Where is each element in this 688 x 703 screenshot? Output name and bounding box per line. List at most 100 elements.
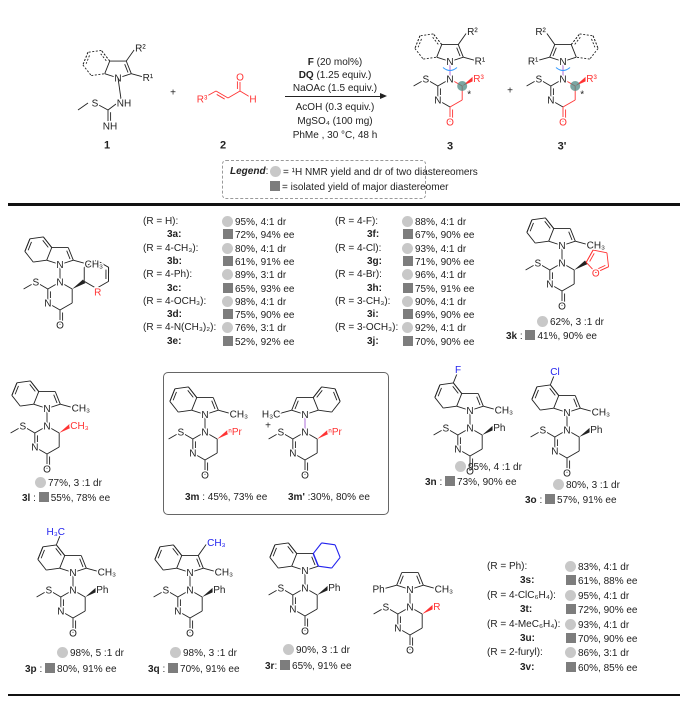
bond xyxy=(187,386,198,398)
isolated-yield-text: 57%, 91% ee xyxy=(557,495,617,506)
bond xyxy=(77,102,89,111)
atom-label: N xyxy=(69,586,76,597)
nmr-yield: 95%, 4:1 dr xyxy=(565,589,630,602)
bond xyxy=(172,548,179,556)
bond xyxy=(463,56,477,62)
compound-id: 3c xyxy=(167,282,179,294)
bond xyxy=(544,217,555,229)
bond xyxy=(216,94,225,100)
bond xyxy=(197,555,204,569)
atom-label: N xyxy=(454,445,461,456)
bond xyxy=(550,78,564,87)
bond xyxy=(33,259,47,263)
isolated-yield-3r: 3r: 65%, 91% ee xyxy=(265,660,352,673)
bond xyxy=(452,371,459,384)
yield-text: : 45%, 73% ee xyxy=(199,492,268,503)
compound-label: 3r xyxy=(265,661,275,672)
atom-label: N xyxy=(558,259,565,270)
c2-substituent-label: CH₃ xyxy=(230,409,249,420)
nmr-yield-text: 77%, 3 :1 dr xyxy=(48,478,102,489)
c2-substituent-label: R¹ xyxy=(475,56,486,67)
bond xyxy=(191,409,206,415)
bond xyxy=(42,236,53,248)
bond xyxy=(24,251,34,263)
bond xyxy=(396,584,411,590)
atom-label: N xyxy=(406,603,413,614)
square-marker-icon xyxy=(403,309,413,320)
nmr-yield-text: 89%, 3:1 dr xyxy=(235,270,287,282)
carbonyl-oxygen-label: O xyxy=(466,466,474,477)
isolated-yield-text: 71%, 90% ee xyxy=(415,256,475,268)
bond xyxy=(292,608,306,617)
bond xyxy=(60,589,74,598)
bond xyxy=(312,397,319,411)
substituent-label: (R = 4-OCH₃): xyxy=(143,295,207,307)
bond xyxy=(566,429,580,438)
bond xyxy=(278,565,292,569)
sulfur-label: S xyxy=(534,259,541,270)
circle-marker-icon xyxy=(270,166,281,177)
c3-substituent-label: R² xyxy=(467,27,478,38)
compound-label-1: 1 xyxy=(104,140,110,152)
bond xyxy=(592,35,599,49)
isolated-yield-text: 75%, 90% ee xyxy=(235,310,295,322)
bond xyxy=(477,393,484,407)
isolated-yield-text: 55%, 78% ee xyxy=(50,493,111,504)
compound-label: 3b: xyxy=(167,255,183,267)
circle-marker-icon xyxy=(565,589,576,601)
bond xyxy=(153,589,167,598)
isolated-yield-text: 70%, 90% ee xyxy=(415,336,475,348)
square-marker-icon xyxy=(280,660,291,670)
bond xyxy=(100,50,111,62)
imine-nh-label: NH xyxy=(103,122,117,133)
circle-marker-icon xyxy=(222,295,233,307)
bond xyxy=(169,401,179,413)
c2-substituent-label: CH₃ xyxy=(495,405,514,416)
bond xyxy=(570,33,581,45)
bond xyxy=(189,610,203,619)
bond xyxy=(434,397,444,409)
bond xyxy=(425,78,439,87)
bond xyxy=(304,452,318,461)
sulfur-label: S xyxy=(19,422,26,433)
carbonyl-oxygen-label: O xyxy=(446,117,454,128)
bond xyxy=(87,263,96,269)
square-marker-icon xyxy=(566,661,576,672)
wedge-bond xyxy=(482,425,496,435)
bond xyxy=(318,409,332,413)
nmr-yield-text: 95%, 4:1 dr xyxy=(235,217,287,228)
bond xyxy=(304,409,319,415)
bond xyxy=(432,33,443,45)
condition-additive: MgSO₄ (100 mg) xyxy=(297,116,373,127)
bond xyxy=(211,400,216,410)
carbonyl-oxygen-label: O xyxy=(301,470,309,481)
bond xyxy=(526,232,536,244)
bond xyxy=(20,403,34,407)
bond xyxy=(469,405,484,411)
nmr-yield-text: 95%, 4 :1 dr xyxy=(468,462,522,473)
bond xyxy=(331,557,341,569)
nmr-yield: 93%, 4:1 dr xyxy=(402,242,466,255)
nmr-yield: 96%, 4:1 dr xyxy=(402,269,466,281)
compound-id: 3v xyxy=(520,661,532,673)
isolated-yield-3l: 3l : 55%, 78% ee xyxy=(22,492,110,505)
bond xyxy=(73,259,87,265)
bond xyxy=(82,64,92,76)
bond xyxy=(11,395,21,407)
bond xyxy=(278,409,292,415)
bond xyxy=(117,73,132,79)
nmr-yield-text: 95%, 4:1 dr xyxy=(578,590,630,602)
isolated-yield-text: 75%, 91% ee xyxy=(415,283,475,295)
square-marker-icon xyxy=(403,335,413,346)
bond xyxy=(530,429,544,438)
bond xyxy=(46,567,60,571)
bond xyxy=(154,546,161,560)
benzo-substituent-label: Cl xyxy=(550,367,559,378)
bond xyxy=(107,103,117,111)
indole-n-label: N xyxy=(201,410,208,421)
bond xyxy=(311,556,316,566)
bond xyxy=(291,397,298,411)
sulfur-label: S xyxy=(535,75,542,86)
carbonyl-oxygen-label: O xyxy=(406,645,414,656)
